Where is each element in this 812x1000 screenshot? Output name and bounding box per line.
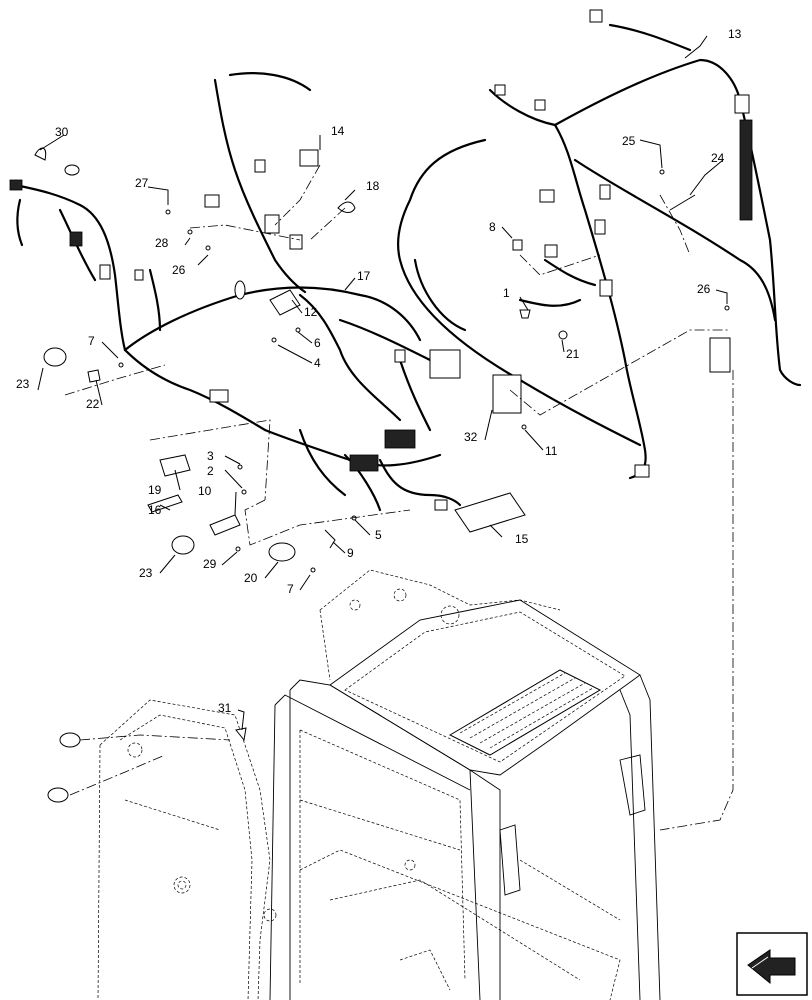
grommet-part-31a xyxy=(59,732,81,748)
callout-6: 6 xyxy=(314,336,321,350)
callout-27: 27 xyxy=(135,176,149,190)
callout-21: 21 xyxy=(566,347,580,361)
callout-3: 3 xyxy=(207,449,214,463)
grommet-part-31b xyxy=(47,787,69,803)
callout-11: 11 xyxy=(545,444,558,458)
clip-part-31 xyxy=(235,727,247,742)
callout-23b: 23 xyxy=(139,566,153,580)
callout-26b: 26 xyxy=(697,282,711,296)
callout-26a: 26 xyxy=(172,263,186,277)
callout-23a: 23 xyxy=(16,377,30,391)
callout-25: 25 xyxy=(622,134,636,148)
callout-28: 28 xyxy=(155,236,169,250)
callout-30: 30 xyxy=(55,125,69,139)
callout-7b: 7 xyxy=(287,582,294,596)
screw-part-26a xyxy=(205,245,211,251)
screw-part-11 xyxy=(521,424,527,430)
roof-vent-grid xyxy=(448,669,602,756)
callout-22: 22 xyxy=(86,397,100,411)
screw-part-4 xyxy=(271,337,277,343)
callout-31: 31 xyxy=(218,701,232,715)
callout-20: 20 xyxy=(244,571,258,585)
clip-part-8 xyxy=(512,239,523,251)
callout-1: 1 xyxy=(503,286,510,300)
callout-4: 4 xyxy=(314,356,321,370)
screw-part-2 xyxy=(241,489,247,495)
callout-9: 9 xyxy=(347,546,354,560)
screw-part-25 xyxy=(659,169,665,175)
callout-7a: 7 xyxy=(88,334,95,348)
callout-16: 16 xyxy=(148,503,162,517)
callout-15: 15 xyxy=(515,532,529,546)
bracket-part-12 xyxy=(269,289,301,316)
screw-part-28 xyxy=(187,229,193,235)
callout-10: 10 xyxy=(198,484,212,498)
clip-part-30 xyxy=(34,147,47,161)
callout-8: 8 xyxy=(489,220,496,234)
callout-5: 5 xyxy=(375,528,382,542)
leader-lines xyxy=(37,35,728,731)
callout-32: 32 xyxy=(464,430,478,444)
callout-14: 14 xyxy=(331,124,345,138)
label-part-15 xyxy=(454,492,526,533)
clamp-part-20 xyxy=(268,542,296,562)
module-part-32 xyxy=(492,374,522,414)
fastener-part-21 xyxy=(558,330,568,340)
main-harness-left xyxy=(9,72,462,512)
screw-part-26b xyxy=(724,305,730,311)
callout-labels: 13 14 18 27 28 26 17 12 6 4 7 23 22 30 1… xyxy=(16,27,742,715)
clip-part-18 xyxy=(337,201,356,213)
callout-13: 13 xyxy=(728,27,742,41)
screw-part-27 xyxy=(165,209,171,215)
callout-2: 2 xyxy=(207,464,214,478)
screw-part-3 xyxy=(237,464,243,470)
callout-18: 18 xyxy=(366,179,380,193)
main-harness-right xyxy=(396,9,802,480)
clip-part-1 xyxy=(519,309,531,319)
pad-part-16 xyxy=(147,494,183,513)
clamp-part-23b xyxy=(171,535,195,555)
bracket-part-10 xyxy=(209,514,241,536)
screw-part-6 xyxy=(295,327,301,333)
loose-parts xyxy=(34,147,730,803)
screw-part-7a xyxy=(118,362,124,368)
clamp-part-23a xyxy=(43,347,67,367)
relay-part-14 xyxy=(299,149,319,167)
callout-17: 17 xyxy=(357,269,371,283)
bracket-part-19 xyxy=(159,454,191,477)
callout-24: 24 xyxy=(711,151,725,165)
screw-part-7b xyxy=(310,567,316,573)
clip-part-22 xyxy=(87,369,101,383)
callout-19: 19 xyxy=(148,483,162,497)
cab-frame xyxy=(97,569,661,1000)
direction-arrow-icon xyxy=(736,932,808,996)
screw-part-29 xyxy=(235,546,241,552)
callout-12: 12 xyxy=(304,305,318,319)
assembly-lines xyxy=(64,164,734,831)
tie-part-24 xyxy=(669,194,696,211)
clip-part-9 xyxy=(324,529,336,549)
callout-29: 29 xyxy=(203,557,217,571)
